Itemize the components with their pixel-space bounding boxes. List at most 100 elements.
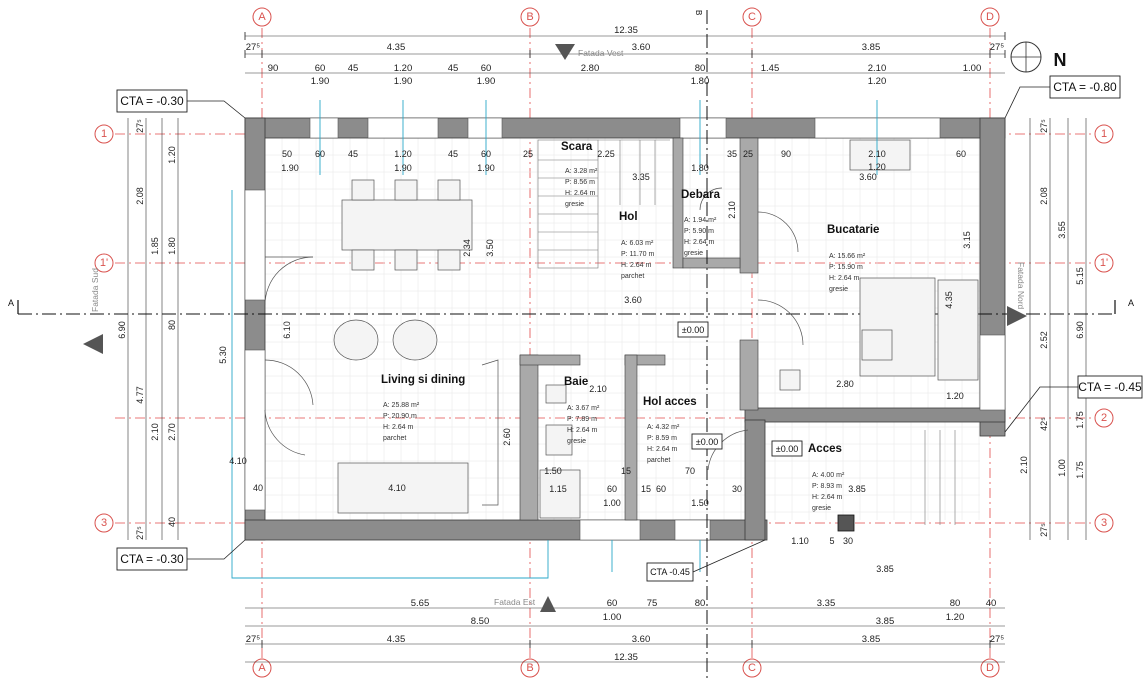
svg-text:3.85: 3.85: [876, 564, 894, 574]
svg-text:1.90: 1.90: [311, 76, 330, 87]
svg-text:6.10: 6.10: [282, 321, 292, 339]
svg-text:P: 20.90 m: P: 20.90 m: [383, 413, 417, 420]
svg-text:CTA -0.45: CTA -0.45: [650, 567, 690, 577]
shower: [539, 469, 581, 519]
axis-bubble-A-top: A: [252, 7, 272, 27]
svg-text:60: 60: [607, 598, 618, 609]
wall-acces-north: [744, 407, 1006, 423]
right-dimension-chains: 27⁵ 2.08 3.55 5.15 2.52 6.90 42⁵ 1.75 27…: [1019, 118, 1087, 540]
svg-text:±0.00: ±0.00: [776, 444, 798, 454]
svg-text:N: N: [1054, 50, 1067, 70]
svg-text:3.15: 3.15: [962, 231, 972, 249]
svg-text:3.60: 3.60: [624, 295, 642, 305]
svg-text:4.77: 4.77: [135, 386, 145, 404]
svg-text:90: 90: [268, 63, 279, 74]
svg-text:gresie: gresie: [684, 250, 703, 257]
installation-lines: [231, 100, 878, 579]
svg-text:1.20: 1.20: [167, 146, 177, 164]
svg-text:70: 70: [685, 466, 695, 476]
svg-text:40: 40: [167, 517, 177, 527]
svg-text:A: A: [1128, 298, 1134, 308]
svg-text:1.90: 1.90: [281, 163, 299, 173]
cta-label-bottom-left: CTA = -0.30: [116, 539, 246, 571]
svg-text:±0.00: ±0.00: [696, 437, 718, 447]
svg-text:H: 2.64 m: H: 2.64 m: [829, 275, 860, 282]
svg-text:27⁵: 27⁵: [1039, 523, 1049, 537]
svg-text:1.80: 1.80: [167, 237, 177, 255]
staircase: [537, 139, 670, 269]
svg-text:1.50: 1.50: [544, 466, 562, 476]
svg-text:5: 5: [829, 536, 834, 546]
svg-text:27⁵: 27⁵: [990, 42, 1005, 53]
svg-text:80: 80: [695, 63, 706, 74]
svg-text:3.60: 3.60: [859, 172, 877, 182]
axis-bubble-3-right: 3: [1094, 513, 1114, 533]
axis-bubble-D-bottom: D: [980, 658, 1000, 678]
washbasin: [545, 424, 573, 456]
room-scara: Scara A: 3.28 m² P: 8.56 m H: 2.64 m gre…: [561, 141, 650, 208]
svg-text:1.00: 1.00: [603, 498, 621, 508]
svg-text:40: 40: [986, 598, 997, 609]
svg-text:H: 2.64 m: H: 2.64 m: [567, 427, 598, 434]
top-dimension-chains: 12.35 27⁵ 4.35 3.60 3.85 27⁵ 90 60 45 1.…: [244, 25, 1006, 87]
svg-text:CTA = -0.45: CTA = -0.45: [1078, 380, 1142, 394]
svg-text:60: 60: [481, 149, 491, 159]
cta-label-bottom-small: CTA -0.45: [646, 539, 766, 582]
svg-text:2.08: 2.08: [1039, 187, 1049, 205]
svg-text:1.75: 1.75: [1075, 461, 1085, 479]
svg-text:60: 60: [315, 63, 326, 74]
axis-bubble-1-left: 1: [94, 124, 114, 144]
svg-text:Scara: Scara: [561, 141, 593, 153]
svg-text:45: 45: [348, 63, 359, 74]
svg-text:CTA = -0.30: CTA = -0.30: [120, 94, 184, 108]
svg-text:1.85: 1.85: [150, 237, 160, 255]
svg-text:25: 25: [743, 149, 753, 159]
interior-dimensions: 50 60 45 1.20 45 60 1.90 1.90 1.90 25 2.…: [218, 149, 972, 574]
room-baie: Baie A: 3.67 m² P: 7.89 m H: 2.64 m gres…: [564, 376, 607, 445]
svg-text:27⁵: 27⁵: [990, 634, 1005, 645]
windows: [244, 117, 1006, 541]
room-hol-acces: Hol acces A: 4.32 m² P: 8.59 m H: 2.64 m…: [643, 396, 709, 508]
svg-text:A: 6.03 m²: A: 6.03 m²: [621, 240, 654, 247]
svg-text:B: B: [526, 662, 533, 674]
svg-text:A: 4.32 m²: A: 4.32 m²: [647, 424, 680, 431]
level-marker-hol: ±0.00: [691, 433, 723, 450]
svg-text:A: 3.67 m²: A: 3.67 m²: [567, 405, 600, 412]
svg-text:2.08: 2.08: [135, 187, 145, 205]
svg-text:P: 5.90 m: P: 5.90 m: [684, 228, 714, 235]
room-bucatarie: Bucatarie A: 15.66 m² P: 15.90 m H: 2.64…: [827, 172, 879, 293]
svg-text:P: 8.93 m: P: 8.93 m: [812, 483, 842, 490]
svg-text:3.85: 3.85: [876, 616, 895, 627]
svg-text:2.34: 2.34: [462, 239, 472, 257]
svg-text:60: 60: [656, 484, 666, 494]
svg-text:gresie: gresie: [565, 201, 584, 208]
svg-text:2.52: 2.52: [1039, 331, 1049, 349]
svg-text:3.35: 3.35: [817, 598, 836, 609]
svg-text:30: 30: [732, 484, 742, 494]
svg-text:60: 60: [481, 63, 492, 74]
north-arrow-icon: N: [1010, 41, 1067, 73]
axis-bubble-C-top: C: [742, 7, 762, 27]
svg-text:90: 90: [781, 149, 791, 159]
svg-text:15: 15: [641, 484, 651, 494]
svg-text:4.35: 4.35: [387, 42, 406, 53]
svg-text:H: 2.64 m: H: 2.64 m: [565, 190, 596, 197]
svg-text:Acces: Acces: [808, 443, 842, 455]
svg-text:A: 25.88 m²: A: 25.88 m²: [383, 402, 420, 409]
svg-text:Hol acces: Hol acces: [643, 396, 697, 408]
svg-text:1.20: 1.20: [946, 612, 965, 623]
svg-text:A: A: [258, 11, 266, 23]
svg-text:1.50: 1.50: [691, 498, 709, 508]
svg-text:1.20: 1.20: [868, 76, 887, 87]
svg-text:B: B: [694, 10, 703, 15]
wall-acces-west: [744, 419, 766, 541]
svg-text:P: 7.89 m: P: 7.89 m: [567, 416, 597, 423]
svg-text:H: 2.64 m: H: 2.64 m: [621, 262, 652, 269]
svg-text:6.90: 6.90: [1075, 321, 1085, 339]
svg-text:Bucatarie: Bucatarie: [827, 224, 879, 236]
svg-text:8.50: 8.50: [471, 616, 490, 627]
svg-text:1.90: 1.90: [394, 76, 413, 87]
svg-text:42⁵: 42⁵: [1039, 417, 1049, 431]
svg-text:P: 15.90 m: P: 15.90 m: [829, 264, 863, 271]
svg-text:C: C: [748, 11, 756, 23]
